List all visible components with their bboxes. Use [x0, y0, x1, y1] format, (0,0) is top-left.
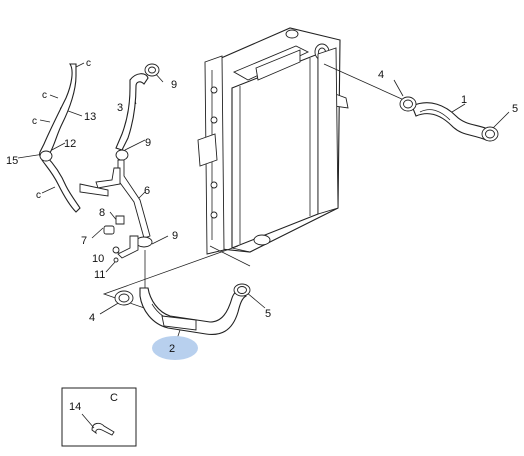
part-2-highlight	[152, 336, 198, 360]
callout-4-upper: 4	[378, 69, 384, 81]
callout-3: 3	[117, 102, 123, 114]
callout-14: 14	[69, 401, 81, 413]
connection-c-4: c	[36, 190, 41, 201]
hose-clamp-9-mid	[115, 149, 129, 161]
fitting-7	[103, 225, 115, 235]
callout-5-lower: 5	[265, 308, 271, 320]
callout-9-low: 9	[172, 230, 178, 242]
clamp-12	[39, 150, 53, 162]
callout-13: 13	[84, 111, 96, 123]
callout-9-mid: 9	[145, 137, 151, 149]
callout-9-top: 9	[171, 79, 177, 91]
callout-labels: 1 2 3 4 4 5 5 6 7 8 9 9 9 10 11 12 13 14…	[6, 58, 518, 413]
washer-11	[113, 257, 119, 263]
inset-detail-c	[61, 387, 137, 447]
bypass-hose-and-pipe	[95, 63, 160, 263]
upper-radiator-hose	[399, 96, 499, 142]
connection-c-1: c	[86, 58, 91, 69]
inset-label-c: C	[110, 392, 118, 404]
callout-4-lower: 4	[89, 312, 95, 324]
clip-14	[91, 422, 115, 436]
callout-15: 15	[6, 155, 18, 167]
callout-7: 7	[81, 235, 87, 247]
radiator-assembly	[197, 27, 349, 255]
connection-c-3: c	[32, 116, 37, 127]
callout-6: 6	[144, 185, 150, 197]
callout-11: 11	[94, 269, 105, 281]
callout-10: 10	[92, 253, 104, 265]
bolt-10	[112, 246, 120, 254]
callout-2: 2	[169, 343, 175, 355]
connection-c-2: c	[42, 90, 47, 101]
fitting-8	[115, 215, 125, 225]
left-hose-group	[39, 63, 109, 213]
callout-5-upper: 5	[512, 103, 518, 115]
callout-12: 12	[64, 138, 76, 150]
callout-1: 1	[461, 94, 467, 106]
callout-8: 8	[99, 207, 105, 219]
lower-radiator-hose	[114, 283, 251, 335]
